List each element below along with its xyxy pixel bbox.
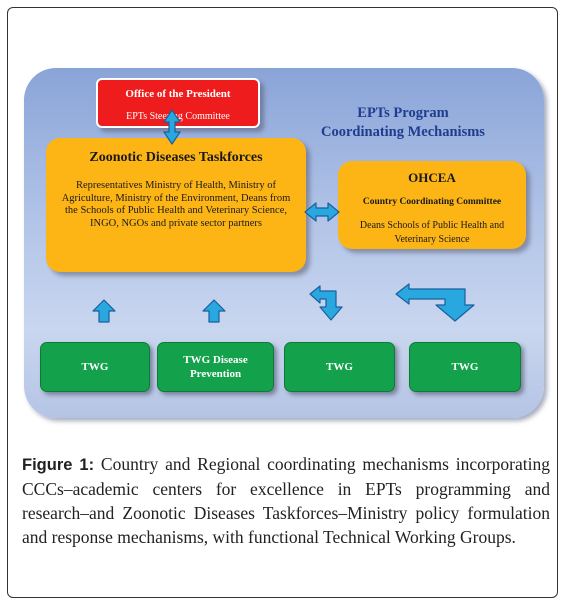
diagram-title: EPTs Program Coordinating Mechanisms — [296, 104, 510, 142]
ohcea-title: OHCEA — [408, 170, 456, 185]
taskforce-ohcea-arrow-icon — [304, 202, 340, 222]
diagram-title-line2: Coordinating Mechanisms — [321, 124, 485, 140]
twg-box-2: TWG Disease Prevention — [157, 342, 274, 392]
twg-box-3: TWG — [284, 342, 395, 392]
diagram-title-line1: EPTs Program — [357, 105, 449, 121]
twg-box-1: TWG — [40, 342, 150, 392]
twg4-bent-arrow-icon — [395, 283, 475, 322]
twg2-up-arrow-icon — [202, 299, 226, 323]
figure-caption: Figure 1: Country and Regional coordinat… — [22, 452, 550, 549]
ohcea-box: OHCEA Country Coordinating Committee Dea… — [338, 161, 526, 249]
twg-box-4: TWG — [409, 342, 521, 392]
twg3-bent-arrow-icon — [309, 285, 343, 321]
taskforce-box: Zoonotic Diseases Taskforces Representat… — [46, 138, 306, 272]
figure-frame — [7, 7, 558, 598]
caption-text: Country and Regional coordinating mechan… — [22, 454, 550, 547]
office-title: Office of the President — [125, 88, 231, 100]
office-of-president-box: Office of the President EPTs Steering Co… — [96, 78, 260, 128]
ohcea-subtitle: Country Coordinating Committee — [362, 197, 502, 207]
twg1-up-arrow-icon — [92, 299, 116, 323]
taskforce-body: Representatives Ministry of Health, Mini… — [61, 180, 291, 229]
office-subtitle: EPTs Steering Committee — [126, 111, 230, 122]
caption-label: Figure 1: — [22, 456, 95, 474]
taskforce-title: Zoonotic Diseases Taskforces — [89, 150, 263, 165]
office-taskforce-arrow-icon — [163, 109, 181, 145]
ohcea-body: Deans Schools of Public Health and Veter… — [359, 220, 505, 245]
